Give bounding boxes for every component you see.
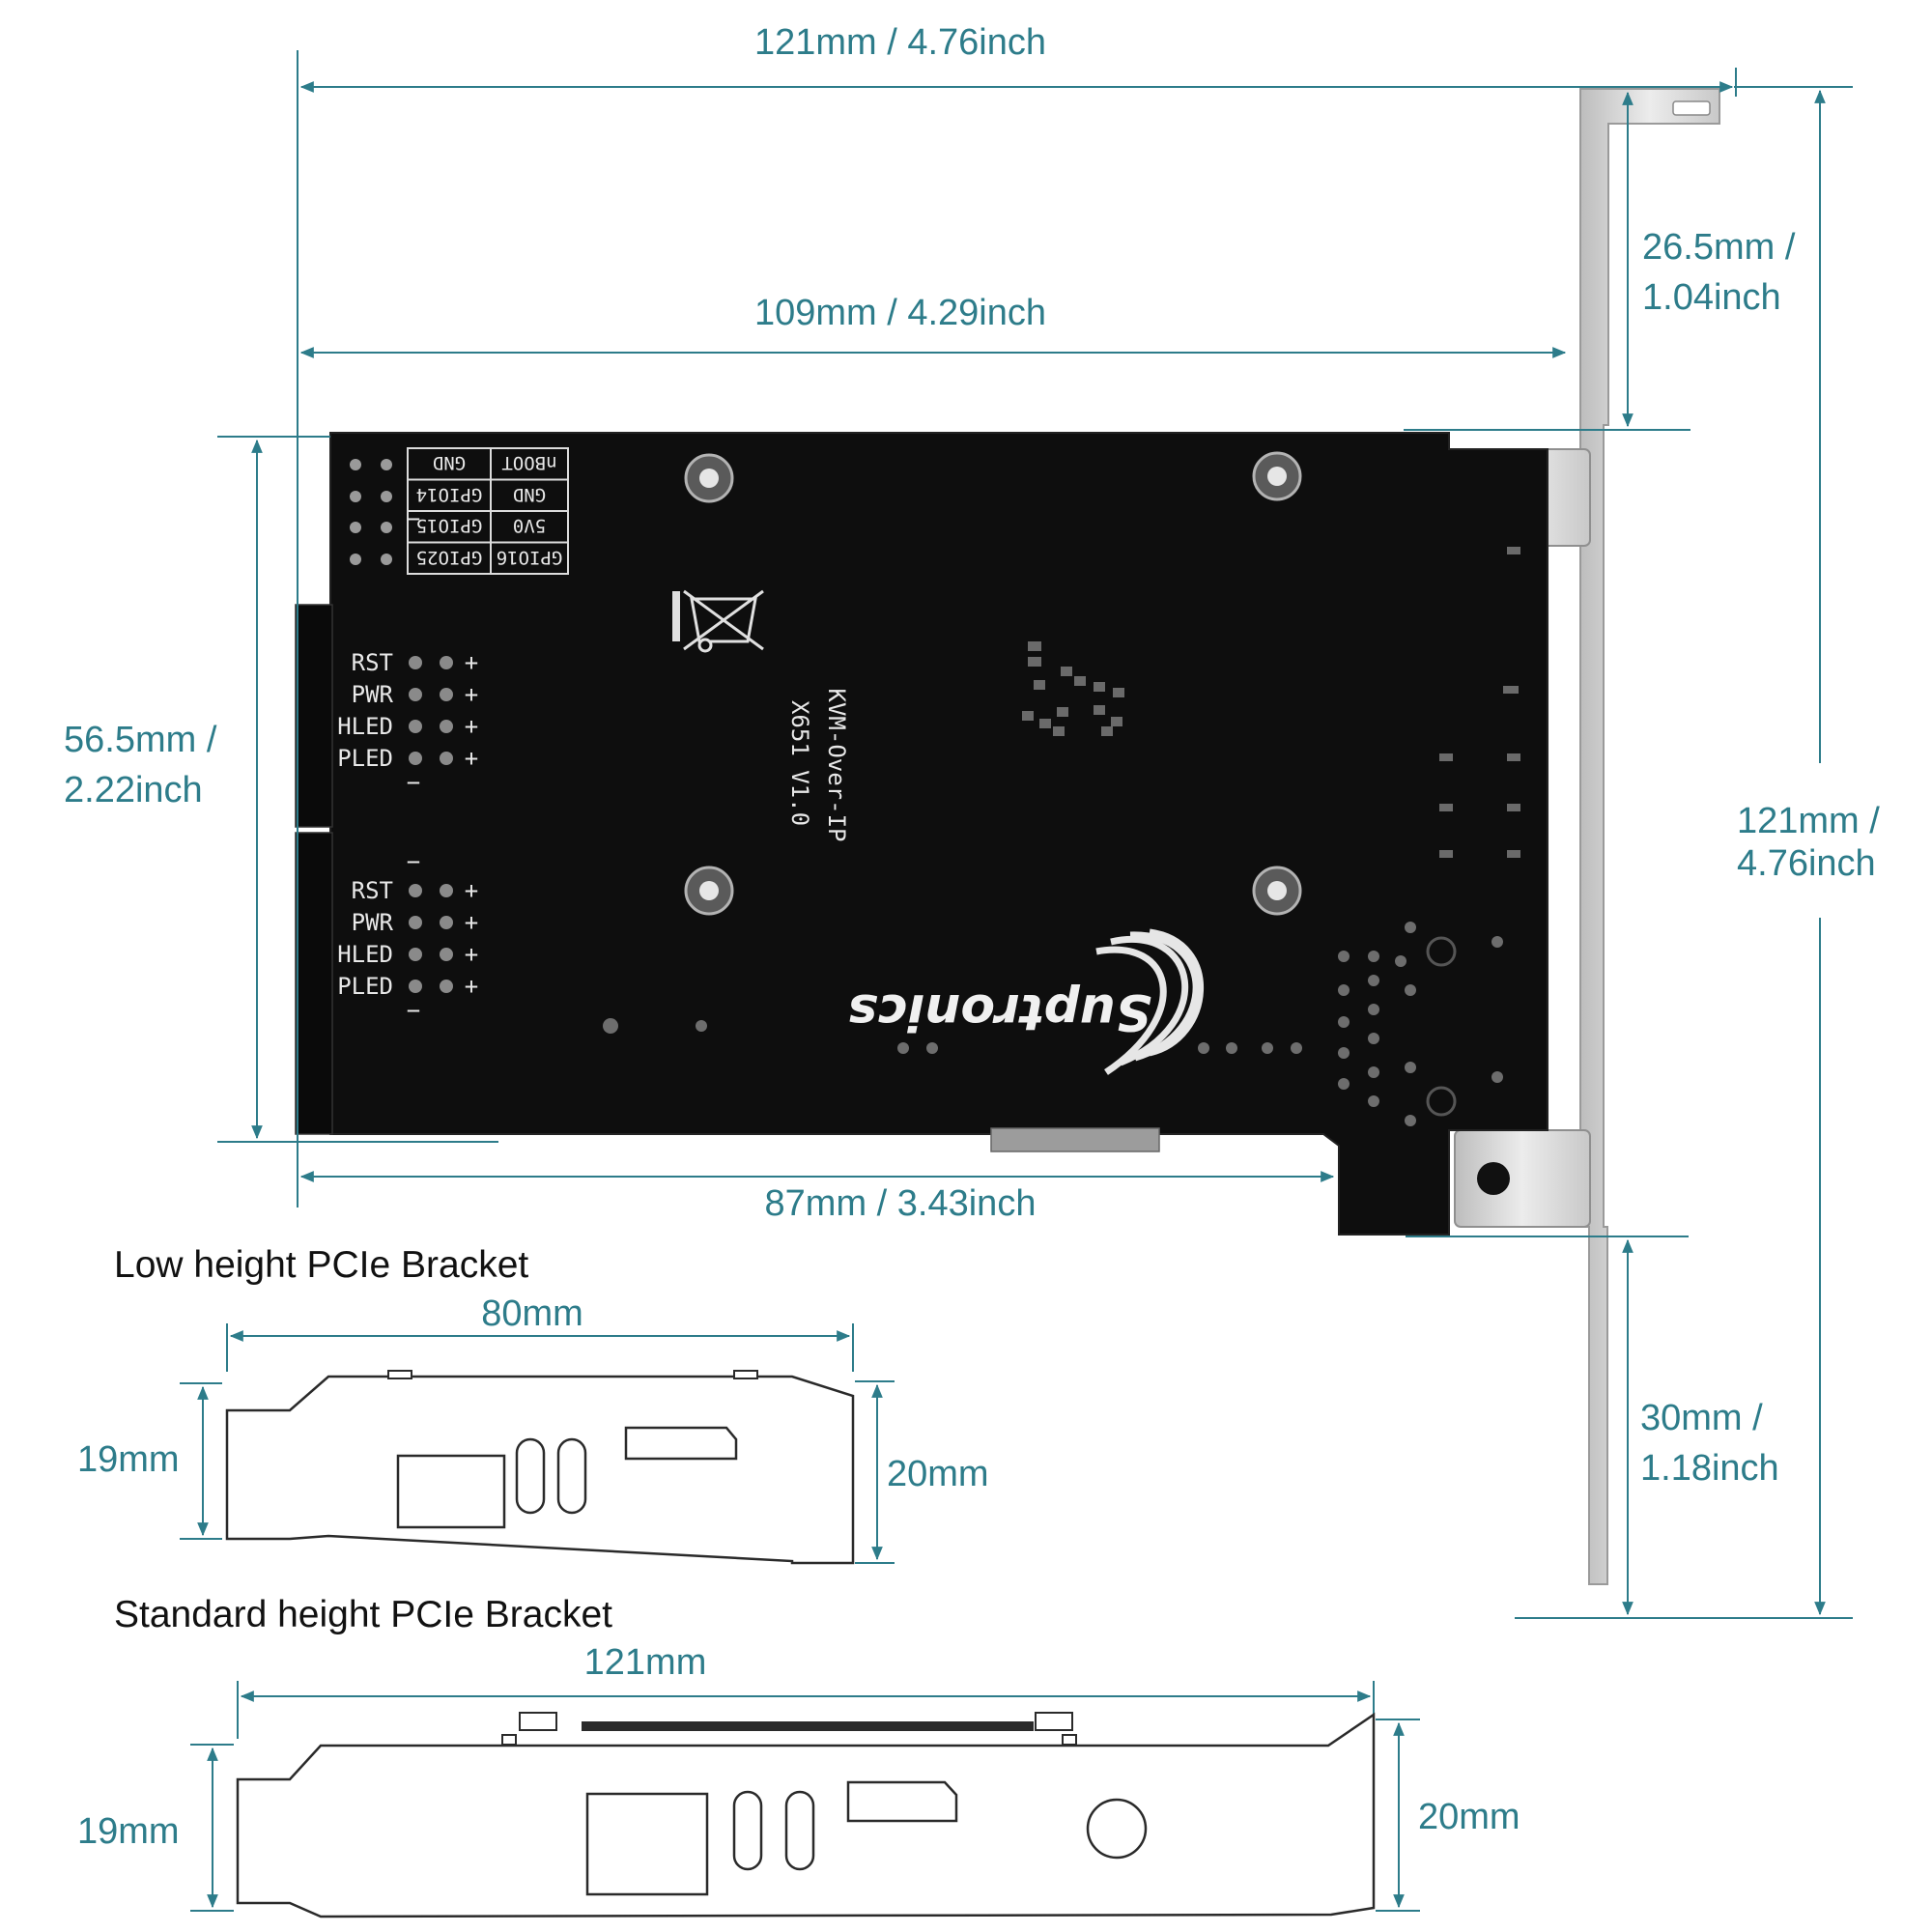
plus-sign: +	[465, 941, 478, 968]
header-cell: GPIO14	[416, 484, 483, 505]
pin-label: PLED	[337, 745, 393, 772]
plus-sign: +	[465, 745, 478, 772]
plus-sign: +	[465, 649, 478, 676]
pin-label: RST	[352, 877, 393, 904]
low-bracket-right-height: 20mm	[887, 1454, 989, 1494]
dim-bracket-top-mm: 26.5mm /	[1642, 227, 1796, 268]
mounting-holes	[684, 451, 1302, 916]
header-cell: GPIO25	[416, 547, 483, 568]
std-bracket-width: 121mm	[584, 1642, 707, 1683]
dim-bracket-bottom-in: 1.18inch	[1640, 1448, 1779, 1489]
dim-board-length: 109mm / 4.29inch	[754, 293, 1046, 333]
pin-label: RST	[352, 649, 393, 676]
std-bracket-right-height: 20mm	[1418, 1797, 1520, 1837]
minus-sign: −	[407, 505, 420, 532]
minus-sign: −	[407, 848, 420, 875]
dim-connector-offset: 87mm / 3.43inch	[765, 1183, 1037, 1224]
low-bracket-outline	[225, 1375, 855, 1565]
low-bracket-left-height: 19mm	[77, 1439, 180, 1480]
low-height-bracket-section: Low height PCIe Bracket 80mm 19mm 20mm	[77, 1244, 989, 1565]
dim-total-length: 121mm / 4.76inch	[754, 22, 1046, 63]
minus-sign: −	[407, 769, 420, 796]
std-bracket-round-hole	[1086, 1798, 1148, 1860]
header-cell: 5V0	[513, 515, 546, 536]
pin-label: PLED	[337, 973, 393, 1000]
model-name-label: KVM-Over-IP	[823, 689, 850, 842]
header-cell: GPIO15	[416, 515, 483, 536]
plus-sign: +	[465, 713, 478, 740]
dim-board-height-in: 2.22inch	[64, 770, 203, 810]
plus-sign: +	[465, 973, 478, 1000]
header-cell: GND	[513, 484, 546, 505]
dim-bracket-total-mm: 121mm /	[1737, 801, 1880, 841]
standard-height-bracket-section: Standard height PCIe Bracket 121mm 19mm …	[77, 1594, 1520, 1918]
plus-sign: +	[465, 877, 478, 904]
side-connector-top	[295, 604, 333, 828]
led-markers	[1426, 936, 1457, 1117]
bottom-edge-connector	[990, 1127, 1160, 1152]
header-cell: GPIO16	[497, 547, 563, 568]
std-bracket-port-oval	[732, 1790, 763, 1871]
pin-label: HLED	[337, 713, 393, 740]
gpio-header-table: nBOOT GND GND GPIO14 5V0 GPIO15 GPIO16 G…	[407, 447, 569, 575]
front-panel-header-top: − RST PWR HLED PLED + + + + −	[337, 505, 478, 796]
gpio-header-pins	[350, 459, 392, 565]
minus-sign: −	[407, 997, 420, 1024]
std-bracket-port-square	[585, 1792, 709, 1896]
header-cell: nBOOT	[501, 452, 556, 473]
dim-bracket-total-in: 4.76inch	[1737, 843, 1876, 884]
std-bracket-title: Standard height PCIe Bracket	[114, 1594, 612, 1635]
pin-label: HLED	[337, 941, 393, 968]
plus-sign: +	[465, 909, 478, 936]
plus-sign: +	[465, 681, 478, 708]
std-bracket-left-height: 19mm	[77, 1811, 180, 1852]
model-version-label: X651 V1.0	[786, 700, 813, 826]
weee-recycle-icon	[672, 589, 764, 653]
std-bracket-hdmi-cutout	[846, 1780, 958, 1823]
main-card-drawing: nBOOT GND GND GPIO14 5V0 GPIO15 GPIO16 G…	[295, 88, 1720, 1585]
header-cell: GND	[433, 452, 466, 473]
std-bracket-outline	[236, 1712, 1376, 1918]
pin-label: PWR	[352, 681, 394, 708]
low-bracket-hdmi-cutout	[624, 1426, 738, 1461]
vias	[603, 922, 1503, 1126]
low-bracket-port-oval	[556, 1437, 587, 1515]
pin-label: PWR	[352, 909, 394, 936]
smd-components	[1022, 547, 1520, 858]
dim-bracket-bottom-mm: 30mm /	[1640, 1398, 1763, 1438]
low-bracket-title: Low height PCIe Bracket	[114, 1244, 528, 1286]
dim-bracket-top-in: 1.04inch	[1642, 277, 1781, 318]
main-dimension-lines: 121mm / 4.76inch 109mm / 4.29inch 87mm /…	[64, 22, 1880, 1619]
side-connector-bottom	[295, 832, 333, 1135]
low-bracket-port-oval	[515, 1437, 546, 1515]
std-bracket-port-oval	[784, 1790, 815, 1871]
low-bracket-width: 80mm	[481, 1293, 583, 1334]
front-panel-header-bottom: − RST PWR HLED PLED + + + + −	[337, 848, 478, 1024]
brand-logo: Suptronics	[848, 928, 1204, 1075]
brand-name: Suptronics	[848, 982, 1152, 1040]
dim-board-height-mm: 56.5mm /	[64, 720, 217, 760]
low-bracket-port-square	[396, 1454, 506, 1529]
